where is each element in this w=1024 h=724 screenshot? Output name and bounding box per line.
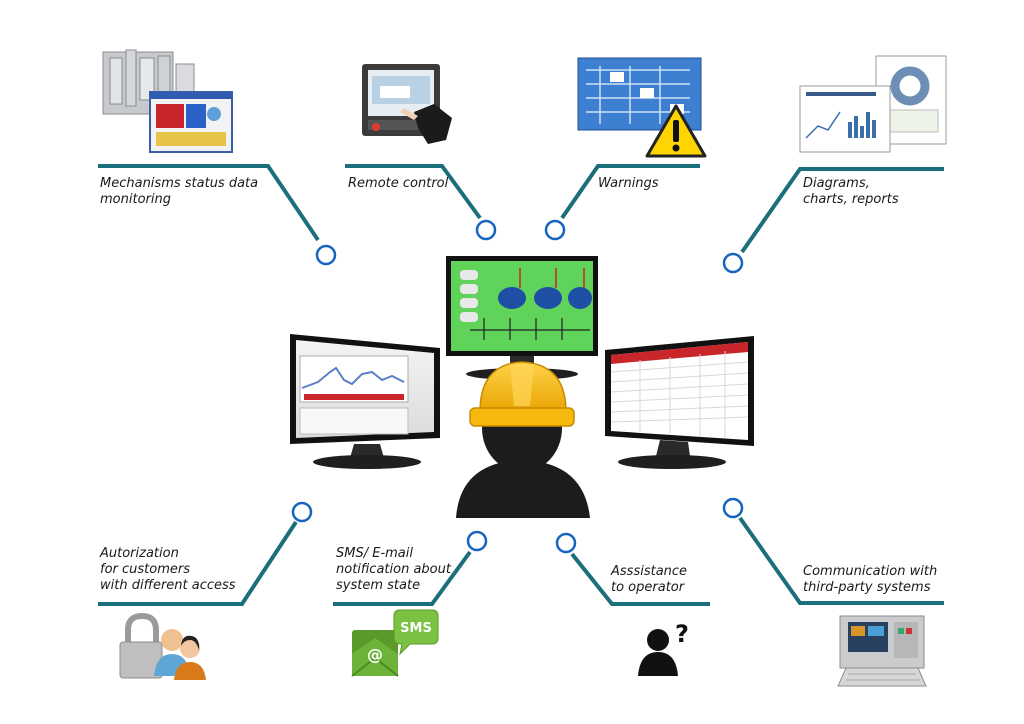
- operator-helmet-icon: [456, 361, 590, 518]
- industrial-computer-icon: [837, 615, 927, 687]
- sms-badge-label: SMS: [400, 621, 432, 636]
- help-person-icon: ?: [638, 620, 689, 676]
- label-monitoring: Mechanisms status data monitoring: [100, 176, 258, 208]
- industrial-machine-icon: [102, 49, 233, 153]
- connector-assistance: [555, 532, 710, 606]
- label-reports: Diagrams, charts, reports: [803, 176, 899, 208]
- warning-sign-icon: [577, 57, 707, 158]
- connector-warnings: [544, 164, 700, 241]
- label-warnings: Warnings: [598, 176, 659, 192]
- table-monitor: [605, 336, 754, 469]
- lock-users-icon: [119, 612, 206, 680]
- label-notification-line-1: SMS/ E-mail: [336, 546, 413, 561]
- question-mark: ?: [675, 620, 689, 648]
- scada-monitor: [446, 256, 598, 380]
- label-integration: Communication with third-party systems: [803, 564, 937, 596]
- label-assistance-line-2: to operator: [611, 580, 685, 595]
- label-notification: SMS/ E-mail notification about system st…: [336, 546, 451, 594]
- label-reports-line-2: charts, reports: [803, 192, 899, 207]
- connector-notification: [333, 530, 488, 606]
- label-authorization-line-1: Autorization: [100, 546, 179, 561]
- label-assistance-line-1: Asssistance: [611, 564, 688, 579]
- sms-email-icon: @ SMS: [351, 609, 439, 677]
- trend-monitor: [290, 334, 440, 469]
- connector-reports: [722, 167, 944, 274]
- label-authorization-line-3: with different access: [100, 578, 236, 593]
- connector-integration: [722, 497, 944, 605]
- label-notification-line-2: notification about: [336, 562, 451, 577]
- connector-remote: [345, 164, 497, 241]
- email-at-symbol: @: [367, 645, 383, 664]
- label-integration-line-2: third-party systems: [803, 580, 931, 595]
- connector-monitoring: [98, 164, 337, 266]
- label-integration-line-1: Communication with: [803, 564, 938, 579]
- label-authorization: Autorization for customers with differen…: [100, 546, 236, 594]
- label-notification-line-3: system state: [336, 578, 421, 593]
- report-documents-icon: [799, 55, 947, 153]
- label-reports-line-1: Diagrams,: [803, 176, 870, 191]
- label-monitoring-line-2: monitoring: [100, 192, 171, 207]
- label-monitoring-line-1: Mechanisms status data: [100, 176, 259, 191]
- label-warnings-line-1: Warnings: [598, 176, 659, 191]
- label-remote-line-1: Remote control: [348, 176, 449, 191]
- label-remote: Remote control: [348, 176, 448, 192]
- label-authorization-line-2: for customers: [100, 562, 190, 577]
- touch-panel-icon: [362, 64, 452, 144]
- label-assistance: Asssistance to operator: [611, 564, 687, 596]
- connector-authorization: [98, 501, 313, 606]
